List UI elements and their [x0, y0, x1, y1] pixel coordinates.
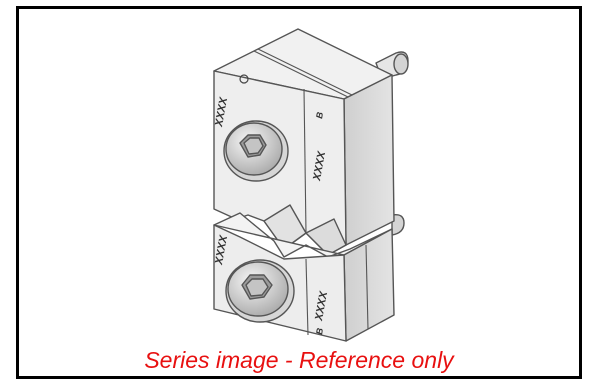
- alignment-pin-bottom: [391, 213, 405, 236]
- upper-socket-head-screw: [223, 120, 289, 182]
- crimp-die-illustration: XXXX XXXX XXXX XXXX B B: [213, 28, 409, 342]
- image-frame: XXXX XXXX XXXX XXXX B B Series image - R…: [16, 6, 582, 379]
- engraving-mark-lower: B: [314, 327, 325, 336]
- engraving-lower-right: XXXX: [313, 290, 330, 323]
- engraved-circle-mark: [239, 74, 249, 84]
- lower-socket-head-screw: [225, 259, 295, 323]
- reference-caption: Series image - Reference only: [144, 347, 454, 373]
- engraving-lower-left: XXXX: [213, 234, 230, 267]
- engraving-upper-right: XXXX: [311, 150, 328, 183]
- engraving-mark-upper: B: [314, 111, 325, 120]
- engraving-upper-left: XXXX: [213, 96, 230, 129]
